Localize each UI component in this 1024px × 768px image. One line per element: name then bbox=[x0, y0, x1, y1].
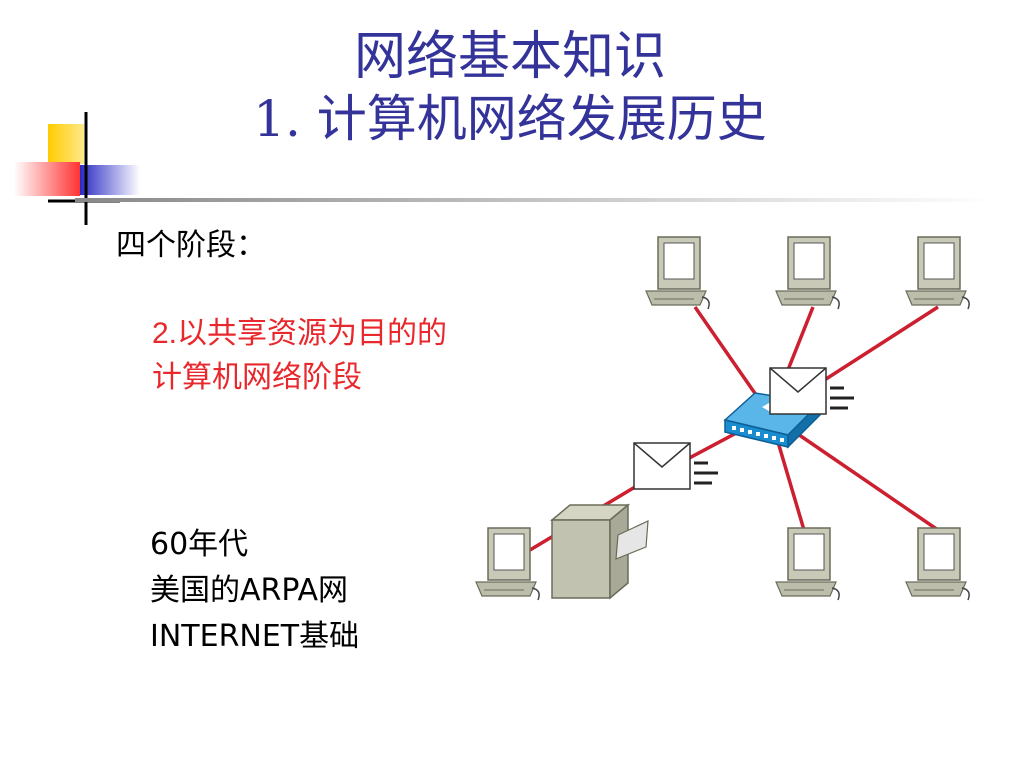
deco-blue-square bbox=[80, 165, 140, 195]
server-icon bbox=[549, 503, 649, 600]
computer-icon bbox=[645, 236, 710, 310]
highlight-stage: 2.以共享资源为目的的计算机网络阶段 bbox=[152, 312, 472, 400]
detail-era: 60年代 bbox=[150, 527, 249, 562]
title-block: 网络基本知识 1. 计算机网络发展历史 bbox=[140, 26, 880, 150]
slide-subtitle: 1. 计算机网络发展历史 bbox=[253, 90, 767, 149]
highlight-text: 以共享资源为目的的计算机网络阶段 bbox=[152, 316, 448, 395]
network-diagram bbox=[475, 236, 970, 601]
stage-label: 四个阶段： bbox=[116, 228, 266, 263]
highlight-number: 2. bbox=[152, 317, 178, 350]
computer-icon bbox=[905, 236, 970, 310]
details-list: 60年代 美国的ARPA网 INTERNET基础 bbox=[150, 522, 359, 660]
envelope-icon bbox=[768, 366, 856, 416]
computer-icon bbox=[775, 236, 840, 310]
computer-icon bbox=[475, 527, 540, 601]
deco-red-square bbox=[14, 162, 80, 196]
computer-icon bbox=[905, 527, 970, 601]
corner-decoration bbox=[14, 112, 140, 225]
detail-arpa: 美国的ARPA网 bbox=[150, 573, 349, 608]
detail-internet: INTERNET基础 bbox=[150, 619, 360, 654]
computer-icon bbox=[775, 527, 840, 601]
title-divider bbox=[75, 198, 995, 202]
slide-title: 网络基本知识 bbox=[353, 27, 666, 87]
deco-yellow-square bbox=[48, 124, 84, 164]
